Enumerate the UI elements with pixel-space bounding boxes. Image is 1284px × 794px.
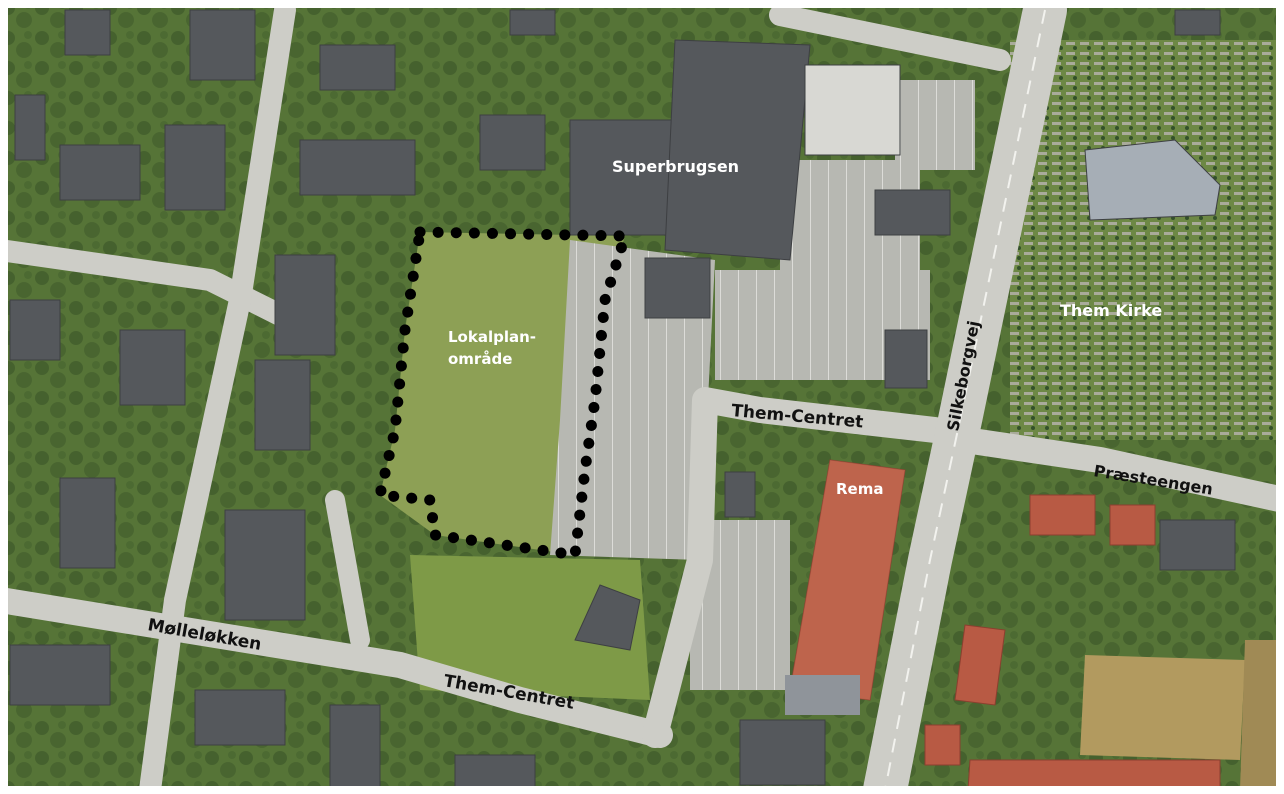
label-them-kirke: Them Kirke [1060, 301, 1162, 320]
field-east [1240, 640, 1284, 790]
parking-west [550, 240, 715, 560]
parking-northeast [895, 80, 975, 170]
field-southeast [1080, 655, 1245, 760]
rema-annex [785, 675, 860, 715]
buildings-grey [9, 9, 1236, 791]
label-lokalplan-line2: område [448, 350, 512, 368]
label-rema: Rema [836, 480, 883, 498]
silkeborgvej-centerline [884, 9, 1046, 791]
churchyard [1010, 40, 1280, 440]
lokalplan-boundary [373, 226, 633, 562]
label-lokalplan-line1: Lokalplan- [448, 328, 536, 346]
lawn-south [410, 555, 650, 700]
rema-roof [790, 460, 905, 700]
label-superbrugsen: Superbrugsen [612, 157, 739, 176]
